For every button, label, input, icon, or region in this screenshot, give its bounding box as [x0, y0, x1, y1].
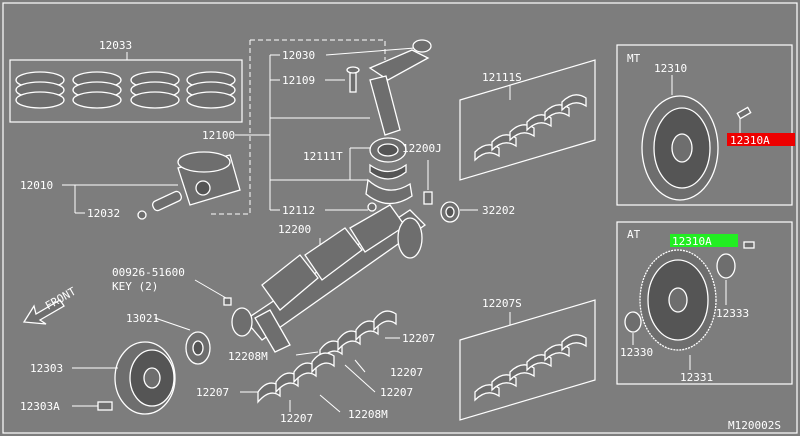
rod-bolt[interactable]: [346, 66, 360, 93]
label-00926-51600[interactable]: 00926-51600: [112, 266, 185, 279]
label-12032[interactable]: 12032: [87, 207, 120, 220]
label-12303[interactable]: 12303: [30, 362, 63, 375]
label-12111T[interactable]: 12111T: [303, 150, 343, 163]
label-12033[interactable]: 12033: [99, 39, 132, 52]
bearing-set-lower[interactable]: [257, 352, 335, 404]
pulley-bolt[interactable]: [97, 401, 113, 411]
at-12310a-highlight: [670, 234, 738, 247]
label-12310A-mt[interactable]: 12310A: [730, 134, 770, 147]
label-12208M-b[interactable]: 12208M: [348, 408, 388, 421]
reinforcement-plate[interactable]: [716, 253, 736, 279]
rod-bearing-shell[interactable]: [369, 163, 407, 180]
piston-pin[interactable]: [151, 190, 183, 212]
pilot-bearing[interactable]: [440, 201, 460, 223]
label-12207-c[interactable]: 12207: [196, 386, 229, 399]
label-key: KEY (2): [112, 280, 158, 293]
label-12310A-at[interactable]: 12310A: [672, 235, 712, 248]
mt-flywheel[interactable]: [641, 95, 719, 201]
label-mt: MT: [627, 52, 641, 65]
label-12030[interactable]: 12030: [282, 49, 315, 62]
piston-rings-box: [9, 59, 243, 123]
label-12111S[interactable]: 12111S: [482, 71, 522, 84]
label-13021[interactable]: 13021: [126, 312, 159, 325]
label-12207S[interactable]: 12207S: [482, 297, 522, 310]
snap-ring[interactable]: [137, 210, 147, 220]
label-12310[interactable]: 12310: [654, 62, 687, 75]
mt-box: [616, 44, 793, 206]
crank-pulley[interactable]: [114, 341, 176, 415]
rod-cap[interactable]: [365, 178, 413, 212]
bearing-set-upper[interactable]: [319, 310, 397, 362]
label-12207-d[interactable]: 12207: [380, 386, 413, 399]
front-arrow-icon: [22, 299, 65, 325]
label-12331[interactable]: 12331: [680, 371, 713, 384]
label-12200J[interactable]: 12200J: [402, 142, 442, 155]
mt-12310a-highlight: [727, 133, 795, 146]
at-bolt[interactable]: [743, 241, 755, 249]
crank-sprocket[interactable]: [185, 331, 211, 365]
label-12100[interactable]: 12100: [202, 129, 235, 142]
main-bearing-box-upper: [459, 59, 596, 181]
label-12207-a[interactable]: 12207: [402, 332, 435, 345]
drive-plate[interactable]: [639, 249, 717, 351]
label-12333[interactable]: 12333: [716, 307, 749, 320]
at-spacer[interactable]: [624, 311, 642, 333]
label-12109[interactable]: 12109: [282, 74, 315, 87]
label-12112[interactable]: 12112: [282, 204, 315, 217]
label-12208M-a[interactable]: 12208M: [228, 350, 268, 363]
connecting-rod[interactable]: [368, 39, 432, 163]
crankshaft[interactable]: [231, 204, 427, 353]
piston[interactable]: [177, 151, 241, 206]
pilot-bushing[interactable]: [423, 191, 433, 205]
diagram-code: M120002S: [728, 419, 781, 432]
main-bearing-lower-shells[interactable]: [474, 334, 587, 402]
crank-key[interactable]: [223, 297, 232, 306]
label-12207-b[interactable]: 12207: [390, 366, 423, 379]
label-12207-e[interactable]: 12207: [280, 412, 313, 425]
label-12200[interactable]: 12200: [278, 223, 311, 236]
main-bearing-box-lower: [459, 299, 596, 421]
at-box: [616, 221, 793, 385]
piston-rings[interactable]: [15, 71, 236, 109]
label-at: AT: [627, 228, 641, 241]
label-12010[interactable]: 12010: [20, 179, 53, 192]
main-bearing-upper-shells[interactable]: [474, 94, 587, 162]
mt-flywheel-bolt[interactable]: [736, 106, 752, 120]
label-32202[interactable]: 32202: [482, 204, 515, 217]
label-12330[interactable]: 12330: [620, 346, 653, 359]
label-12303A[interactable]: 12303A: [20, 400, 60, 413]
